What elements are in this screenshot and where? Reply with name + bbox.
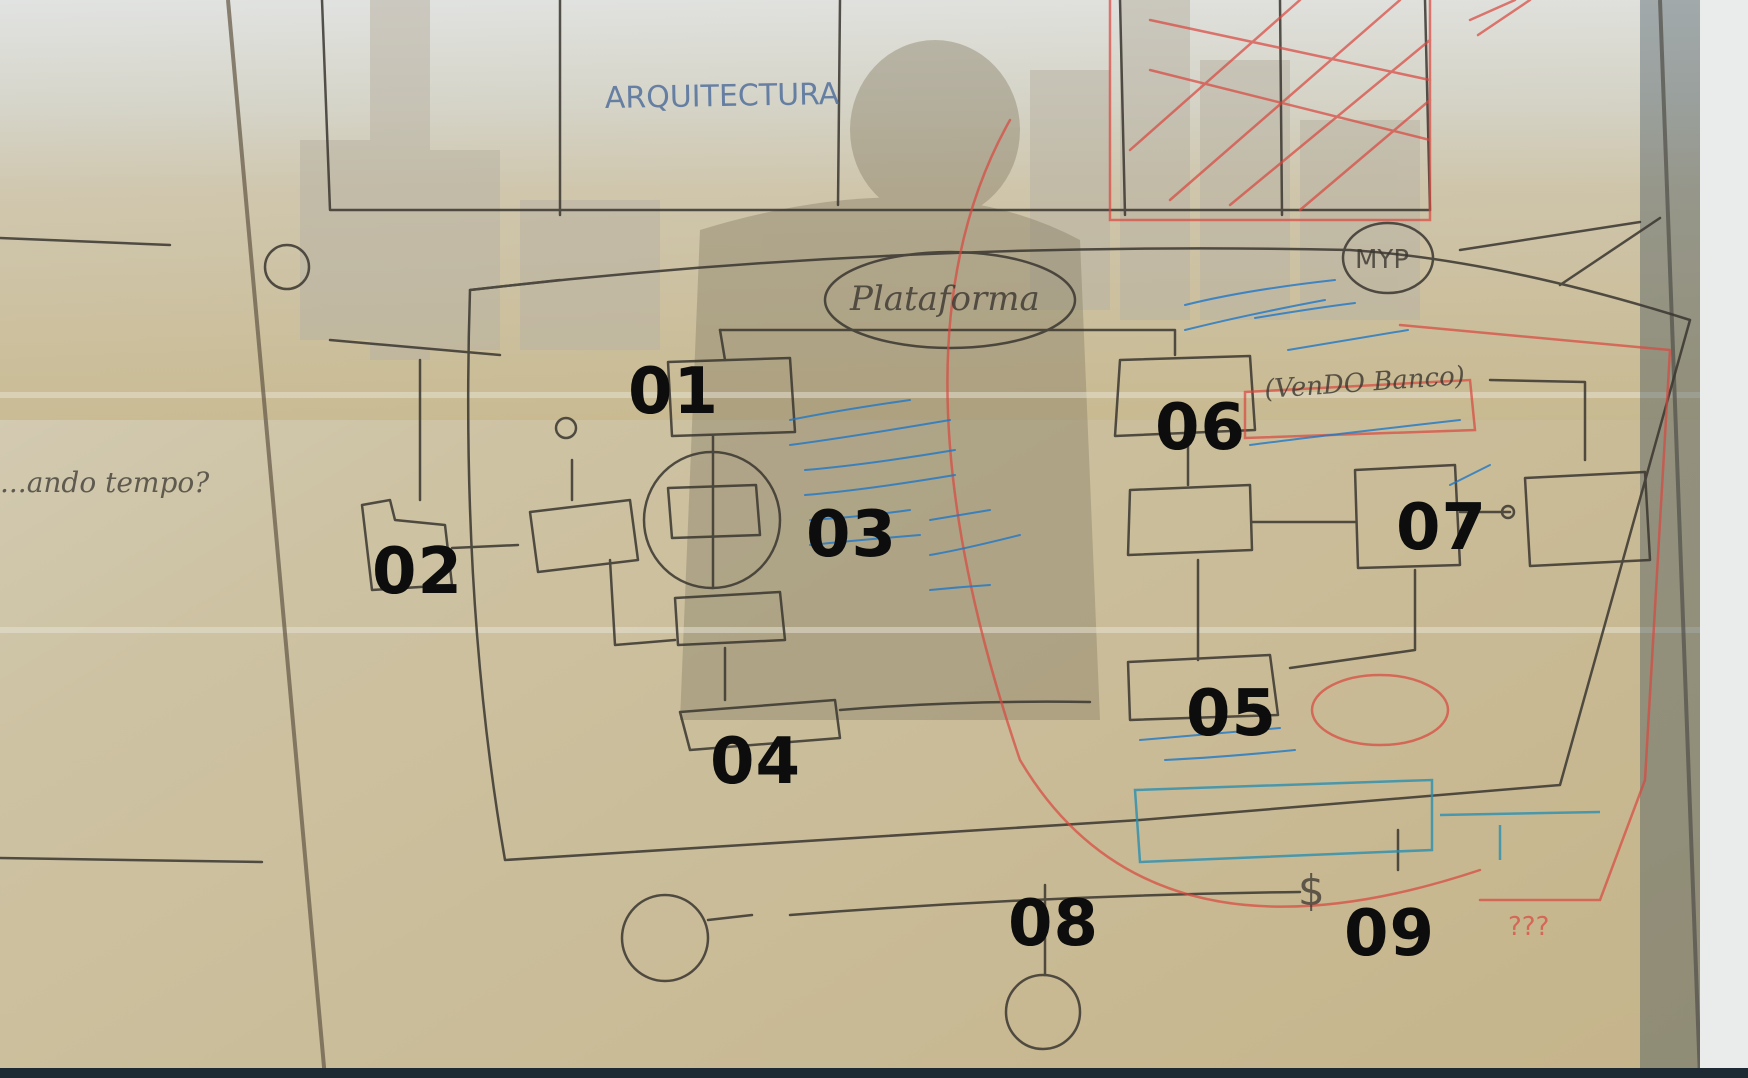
left-note-label: ...ando tempo? — [0, 466, 210, 499]
question-marks-label: ??? — [1508, 912, 1549, 942]
money-label: $ — [1298, 866, 1325, 915]
platform-label: Plataforma — [849, 279, 1040, 319]
myp-label: MYP — [1355, 245, 1409, 275]
label-08: 08 — [1008, 887, 1100, 961]
board-title: ARQUITECTURA — [605, 77, 841, 116]
label-07: 07 — [1396, 491, 1488, 565]
label-04: 04 — [710, 725, 802, 799]
label-09: 09 — [1344, 897, 1436, 971]
label-02: 02 — [372, 535, 464, 609]
label-03: 03 — [806, 498, 898, 572]
label-06: 06 — [1155, 391, 1247, 465]
label-01: 01 — [628, 355, 720, 429]
label-05: 05 — [1186, 677, 1278, 751]
